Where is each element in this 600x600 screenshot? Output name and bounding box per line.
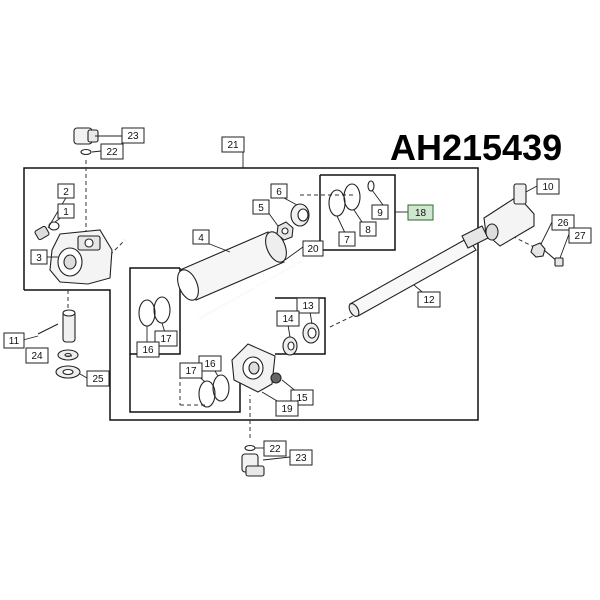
svg-text:20: 20 xyxy=(307,244,319,255)
callout-2[interactable]: 2 xyxy=(57,183,75,199)
alignment-line xyxy=(329,314,356,328)
callout-20[interactable]: 20 xyxy=(302,240,324,257)
callout-18[interactable]: 18 xyxy=(407,204,434,221)
callout-26[interactable]: 26 xyxy=(551,214,575,231)
svg-text:16: 16 xyxy=(142,345,154,356)
bushing-13 xyxy=(302,322,320,344)
callout-9[interactable]: 9 xyxy=(371,204,389,220)
callout-22-top[interactable]: 22 xyxy=(100,143,124,160)
assembly-frame xyxy=(23,167,479,421)
rod-end xyxy=(483,183,535,247)
callout-7[interactable]: 7 xyxy=(338,231,356,247)
callout-19[interactable]: 19 xyxy=(275,400,299,417)
nut xyxy=(276,221,294,241)
port-plug-fitting xyxy=(34,225,50,241)
seal-16-lower xyxy=(198,380,216,408)
nut-15 xyxy=(270,372,282,384)
bushing-14 xyxy=(282,336,298,356)
callout-22-bottom[interactable]: 22 xyxy=(263,440,287,457)
svg-text:10: 10 xyxy=(542,182,554,193)
bolt-27 xyxy=(543,249,564,267)
svg-text:22: 22 xyxy=(269,444,281,455)
svg-text:6: 6 xyxy=(276,187,282,198)
svg-text:17: 17 xyxy=(185,366,197,377)
top-elbow-fitting xyxy=(73,127,99,156)
svg-text:13: 13 xyxy=(302,301,314,312)
svg-text:23: 23 xyxy=(127,131,139,142)
callout-8[interactable]: 8 xyxy=(359,221,377,237)
seal-9 xyxy=(367,180,375,192)
callout-17-lower[interactable]: 17 xyxy=(179,362,203,379)
cotter-pin xyxy=(37,323,59,335)
seal-17-lower xyxy=(212,374,230,402)
seal-16 xyxy=(138,299,156,327)
seal-8 xyxy=(343,183,361,211)
seal-17 xyxy=(153,296,171,324)
callout-23-top[interactable]: 23 xyxy=(121,127,145,144)
callout-10[interactable]: 10 xyxy=(536,178,560,195)
svg-text:15: 15 xyxy=(296,393,308,404)
svg-text:3: 3 xyxy=(36,253,42,264)
nut-26 xyxy=(530,242,546,258)
callout-21[interactable]: 21 xyxy=(221,136,245,153)
svg-text:9: 9 xyxy=(377,208,383,219)
svg-text:7: 7 xyxy=(344,235,350,246)
svg-text:2: 2 xyxy=(63,187,69,198)
piston-rod xyxy=(348,225,489,317)
svg-text:16: 16 xyxy=(204,359,216,370)
svg-text:14: 14 xyxy=(282,314,294,325)
svg-text:18: 18 xyxy=(415,208,427,219)
callout-14[interactable]: 14 xyxy=(276,310,300,327)
svg-text:4: 4 xyxy=(198,233,204,244)
callout-13[interactable]: 13 xyxy=(296,297,320,314)
callout-25[interactable]: 25 xyxy=(86,370,110,387)
callout-5[interactable]: 5 xyxy=(252,199,270,215)
callout-6[interactable]: 6 xyxy=(270,183,288,199)
svg-text:23: 23 xyxy=(295,453,307,464)
callout-11[interactable]: 11 xyxy=(3,332,25,349)
svg-text:25: 25 xyxy=(92,374,104,385)
svg-text:11: 11 xyxy=(9,336,20,347)
svg-text:27: 27 xyxy=(574,231,586,242)
svg-text:1: 1 xyxy=(63,207,69,218)
clevis-pin xyxy=(62,309,76,343)
callout-23-bottom[interactable]: 23 xyxy=(289,449,313,466)
callout-4[interactable]: 4 xyxy=(192,229,210,245)
svg-text:26: 26 xyxy=(557,218,569,229)
callout-12[interactable]: 12 xyxy=(417,291,441,308)
callout-16-left[interactable]: 16 xyxy=(136,341,160,358)
callout-17-left[interactable]: 17 xyxy=(154,330,178,347)
svg-text:12: 12 xyxy=(423,295,435,306)
callout-3[interactable]: 3 xyxy=(30,249,48,265)
cylinder-barrel xyxy=(177,231,287,301)
callout-1[interactable]: 1 xyxy=(57,203,75,219)
part-number-title: AH215439 xyxy=(390,127,562,168)
svg-text:5: 5 xyxy=(258,203,264,214)
svg-text:8: 8 xyxy=(365,225,371,236)
tie-rod-highlight xyxy=(199,261,301,319)
rod-guide-flange xyxy=(231,343,276,393)
svg-text:19: 19 xyxy=(281,404,293,415)
cylinder-clevis-head xyxy=(49,229,113,285)
washer xyxy=(55,349,81,379)
alignment-line xyxy=(104,239,126,261)
callout-24[interactable]: 24 xyxy=(25,347,49,364)
bottom-elbow-fitting xyxy=(241,444,265,477)
seal-group-top-frame xyxy=(319,174,396,251)
seal-7 xyxy=(328,189,346,217)
svg-text:22: 22 xyxy=(106,147,118,158)
svg-text:17: 17 xyxy=(160,334,172,345)
svg-text:21: 21 xyxy=(227,140,239,151)
callout-27[interactable]: 27 xyxy=(568,227,592,244)
svg-text:24: 24 xyxy=(31,351,43,362)
piston xyxy=(290,203,310,227)
